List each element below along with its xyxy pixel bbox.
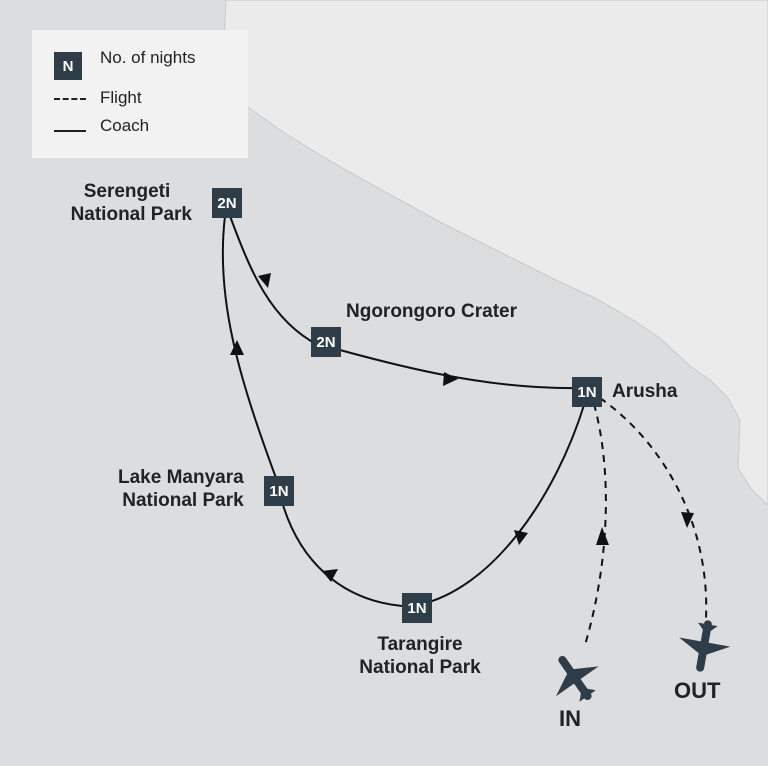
sea-area (223, 0, 768, 506)
tarangire-label: Tarangire National Park (350, 633, 490, 679)
serengeti-name-line2: National Park (70, 204, 192, 225)
arusha-nights-marker: 1N (572, 377, 602, 407)
arrow-to-ngorongoro (258, 273, 271, 288)
legend-coach-label: Coach (100, 116, 150, 135)
legend-nights-label: No. of nights (100, 48, 196, 67)
legend-flight-label: Flight (100, 88, 142, 107)
legend-nights-box: N (54, 52, 82, 80)
route-manyara-serengeti (221, 215, 277, 479)
arrow-flight-out (681, 512, 694, 528)
serengeti-nights-marker: 2N (212, 188, 242, 218)
tarangire-name-line2: National Park (359, 657, 481, 678)
ngorongoro-label: Ngorongoro Crater (346, 301, 517, 322)
manyara-name-line1: Lake Manyara (118, 467, 244, 488)
ngorongoro-nights-marker: 2N (311, 327, 341, 357)
arrow-to-manyara (322, 569, 338, 582)
map-legend: N No. of nights Flight Coach (32, 30, 248, 158)
route-ngorongoro-arusha (339, 349, 585, 390)
arrow-to-serengeti (230, 340, 244, 355)
manyara-name-line2: National Park (122, 490, 244, 511)
arrow-flight-in (596, 527, 609, 545)
serengeti-name-line1: Serengeti (83, 181, 171, 202)
arrow-to-tarangire (514, 530, 528, 545)
legend-coach-line (54, 130, 86, 132)
flight-in-label: IN (559, 706, 581, 731)
flight-out-route (599, 397, 708, 619)
serengeti-label: Serengeti National Park (62, 180, 192, 226)
route-tarangire-manyara (282, 504, 403, 607)
arrow-to-arusha (443, 372, 458, 386)
flight-out-label: OUT (674, 678, 721, 703)
tarangire-nights-marker: 1N (402, 593, 432, 623)
airplane-icon (555, 655, 599, 702)
manyara-label: Lake Manyara National Park (118, 466, 244, 512)
tarangire-name-line1: Tarangire (377, 634, 463, 655)
airplane-icon (679, 620, 731, 672)
arusha-label: Arusha (612, 381, 678, 402)
flight-in-route (584, 403, 607, 646)
manyara-nights-marker: 1N (264, 476, 294, 506)
legend-flight-line (54, 98, 86, 100)
route-arusha-tarangire (417, 401, 586, 606)
route-serengeti-ngorongoro (229, 215, 319, 346)
